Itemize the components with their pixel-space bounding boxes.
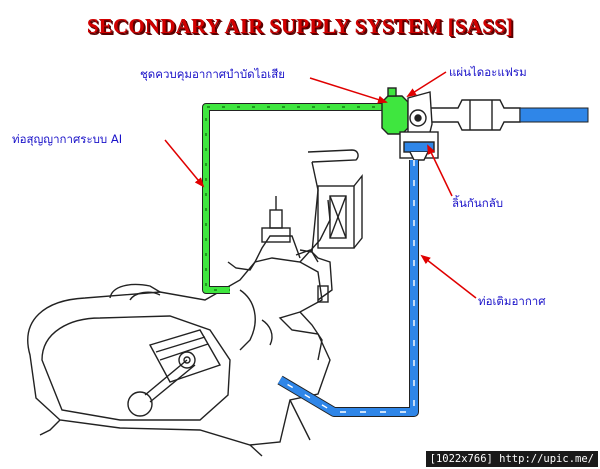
exhaust-outlet (519, 107, 589, 123)
cylinder-head (227, 196, 333, 361)
arrow-intake-pipe (420, 254, 477, 299)
pointer-arrows (164, 71, 477, 299)
arrow-diaphragm (406, 71, 447, 98)
reed-valve-label: ลิ้นกันกลับ (452, 196, 504, 210)
arrow-reed-valve (427, 144, 453, 197)
image-source-footer: [1022x766] http://upic.me/ (425, 451, 598, 467)
sass-control-valve (381, 87, 439, 161)
diagram-title: SECONDARY AIR SUPPLY SYSTEM [SASS] (86, 14, 514, 38)
piston (127, 329, 222, 417)
arrow-ai-channel (164, 139, 205, 188)
ai-channel-label: ท่อสุญญากาศระบบ AI (12, 132, 123, 146)
control-unit-label: ชุดควบคุมอากาศบำบัดไอเสีย (140, 67, 285, 81)
intake-pipe-label: ท่อเติมอากาศ (478, 294, 546, 308)
exhaust-pipe (430, 99, 521, 131)
arrow-control-unit (309, 77, 388, 104)
vacuum-line (202, 103, 390, 294)
engine-outline (27, 199, 331, 457)
diaphragm-label: แผ่นไดอะแฟรม (449, 65, 527, 79)
air-supply-line (277, 160, 419, 417)
air-cleaner (299, 149, 363, 263)
